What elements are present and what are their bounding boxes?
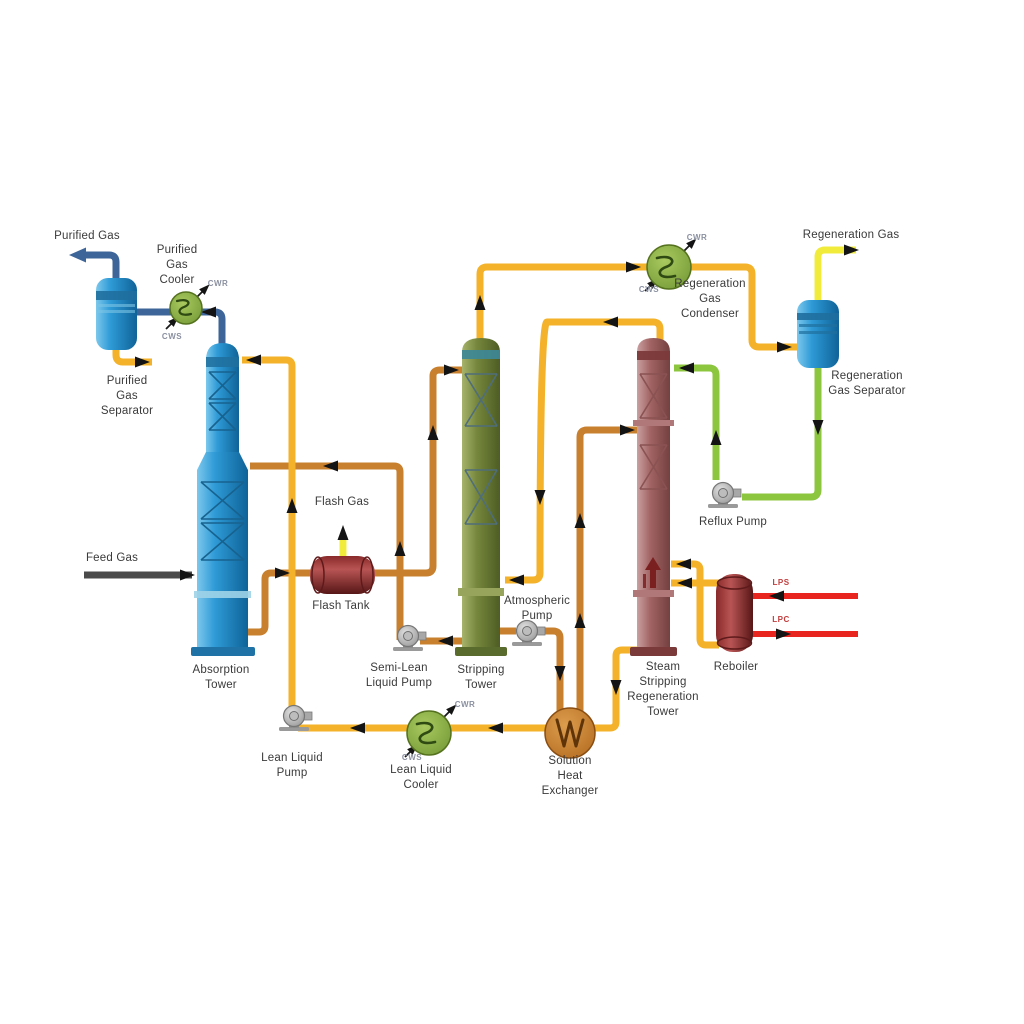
pipe-rich-solution-absorber-to-flashtank (248, 569, 313, 636)
vapor-arrow-icon (643, 557, 661, 588)
pipe-regen-separator-to-reflux-pump (742, 366, 822, 501)
pipe-atmospheric-pump-to-heat-exchanger (538, 627, 564, 714)
label-purified-gas: Purified Gas (54, 230, 120, 242)
lean-liquid-cooler-exchanger (404, 701, 460, 758)
pipe-reboiler-vapor-return (671, 560, 719, 649)
flash-tank-vessel (310, 556, 375, 594)
label-flash-gas: Flash Gas (314, 496, 370, 508)
absorption-tower-vessel (191, 343, 255, 656)
pipe-regen-overhead-to-stripper (505, 318, 664, 584)
pipe-reflux-pump-to-regen-tower (674, 364, 720, 480)
label-flash-tank: Flash Tank (312, 600, 370, 612)
pipe-purified-separator-drain (112, 348, 152, 366)
label-cwr-lean-cooler: CWR (454, 700, 476, 709)
solution-heat-exchanger (544, 707, 596, 759)
pipe-condenser-to-regen-separator (690, 263, 798, 351)
label-feed-gas: Feed Gas (85, 552, 139, 564)
purified-gas-arrow (69, 247, 86, 263)
label-reflux-pump: Reflux Pump (698, 516, 768, 528)
regeneration-gas-condenser-exchanger (644, 235, 700, 292)
pipe-purified-gas-outlet (69, 247, 120, 282)
label-lps: LPS (772, 578, 790, 587)
label-lpc: LPC (772, 615, 790, 624)
pipe-stripper-overhead-to-condenser (476, 263, 648, 348)
pipe-lean-solution-riser-to-absorber-top (242, 356, 296, 714)
label-cwr-purified-cooler: CWR (207, 279, 229, 288)
label-reboiler: Reboiler (713, 661, 759, 673)
pipe-semilean-return-to-absorber (250, 462, 404, 640)
label-regeneration-gas: Regeneration Gas (802, 229, 900, 241)
pipe-regeneration-gas-outlet (814, 246, 856, 302)
label-cws-regen-condenser: CWS (638, 285, 660, 294)
label-cwr-regen-condenser: CWR (686, 233, 708, 242)
reflux-pump-icon (707, 481, 742, 509)
regeneration-gas-separator-vessel (797, 300, 839, 368)
atmospheric-pump-icon (511, 619, 546, 647)
pipe-flashtank-to-stripper-top (372, 366, 464, 577)
label-cws-lean-cooler: CWS (401, 753, 423, 762)
purified-gas-separator-vessel (96, 278, 137, 350)
reboiler-vessel (716, 574, 753, 652)
label-cws-purified-cooler: CWS (161, 332, 183, 341)
lean-liquid-pump-icon (278, 704, 313, 732)
purified-gas-cooler-exchanger (165, 281, 213, 330)
pipe-heat-exchanger-to-regeneration-tower (576, 426, 639, 714)
stripping-tower-vessel (455, 338, 507, 656)
steam-stripping-regeneration-tower-vessel (630, 338, 677, 656)
